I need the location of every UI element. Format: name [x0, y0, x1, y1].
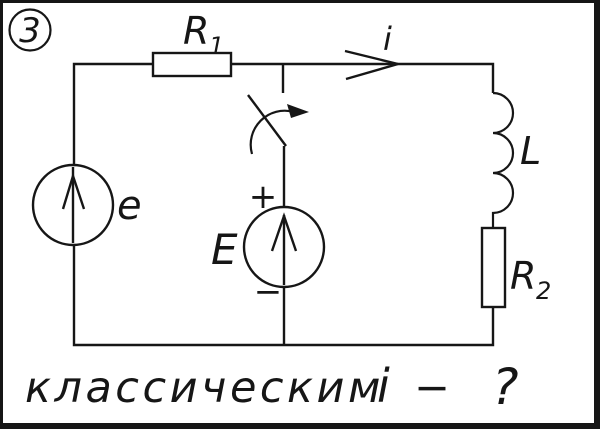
polarity-plus: +	[249, 177, 278, 217]
resistor-r1-subscript: 1	[209, 32, 224, 60]
resistor-r2-body	[480, 226, 507, 309]
resistor-r1-label: R	[183, 9, 209, 53]
switch-blade	[247, 94, 287, 147]
emf-source-e-arrowhead-icon	[61, 172, 86, 210]
caption-current-symbol: i	[377, 359, 390, 413]
polarity-minus: −	[254, 272, 283, 312]
current-label: i	[383, 20, 392, 58]
caption-word: классическим	[25, 363, 384, 413]
emf-source-E: E + −	[211, 177, 326, 312]
badge-number: 3	[19, 11, 41, 51]
resistor-r2-label: R	[510, 254, 536, 298]
switch	[247, 94, 309, 155]
resistor-r1: R 1	[151, 9, 233, 78]
emf-source-E-label: E	[211, 225, 238, 274]
caption-question-mark: ?	[492, 358, 519, 416]
resistor-r2: R 2	[480, 226, 551, 309]
inductor: L	[491, 91, 541, 228]
emf-source-e: e	[31, 163, 142, 247]
switch-motion-arrowhead-icon	[287, 104, 309, 118]
caption: классическим i − ?	[25, 358, 519, 416]
task-number-badge: 3	[8, 8, 52, 52]
emf-source-E-arrowhead-icon	[270, 212, 298, 252]
resistor-r1-body	[151, 51, 233, 78]
badge-circle	[8, 8, 52, 52]
inductor-coil-icon	[491, 91, 515, 228]
current-arrowhead-icon	[344, 49, 399, 81]
caption-dash: −	[414, 363, 450, 413]
switch-motion-arc	[249, 109, 295, 155]
current-arrow: i	[344, 20, 399, 81]
inductor-label: L	[520, 129, 541, 173]
resistor-r2-subscript: 2	[536, 277, 551, 305]
emf-source-e-label: e	[117, 183, 142, 229]
